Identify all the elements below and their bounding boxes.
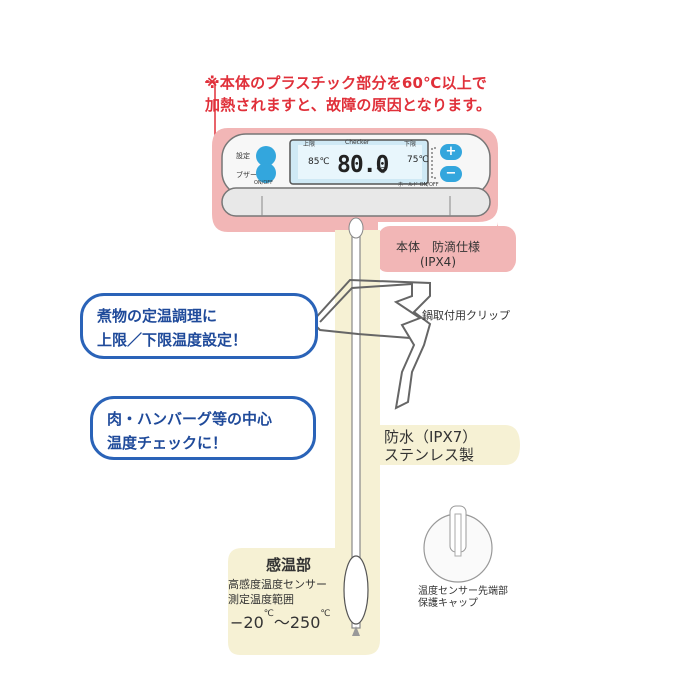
sensor-range-unit-1: ℃ — [263, 609, 274, 619]
lcd-upper-value: 85℃ — [308, 157, 330, 167]
clip-label: 鍋取付用クリップ — [422, 309, 510, 322]
probe-point — [352, 626, 360, 636]
lcd-unit: ℃ — [376, 166, 385, 175]
set-button[interactable] — [256, 146, 276, 166]
probe-base — [348, 217, 364, 239]
center-callout-line-2: 温度チェックに！ — [107, 434, 228, 452]
waterproof-line-1: 防水（IPX7） — [384, 428, 478, 446]
sensor-range-unit-2: ℃ — [320, 609, 331, 619]
sensor-desc-line-2: 測定温度範囲 — [228, 593, 294, 606]
waterproof-line-2: ステンレス製 — [384, 446, 475, 464]
plus-button[interactable]: + — [440, 144, 462, 160]
lcd-lower-limit-label: 下限 — [404, 141, 417, 148]
waterproof-label: 防水（IPX7） ステンレス製 — [384, 428, 477, 464]
cap-label-line-2: 保護キャップ — [418, 598, 478, 609]
body-spec-line-2: (IPX4) — [420, 255, 456, 269]
body-spec-line-1: 本体 防滴仕様 — [395, 240, 480, 254]
body-spec-label: 本体 防滴仕様 (IPX4) — [378, 240, 498, 270]
warning-line-2: 加熱されますと、故障の原因となります。 — [205, 96, 492, 114]
set-label: 設定 — [236, 152, 250, 160]
buzzer-button[interactable] — [256, 163, 276, 183]
power-onoff-label: ON/OFF — [254, 180, 274, 186]
limit-callout-line-2: 上限／下限温度設定！ — [97, 331, 248, 349]
cap-label-line-1: 温度センサー先端部 — [418, 586, 508, 597]
button-bracket — [431, 147, 436, 179]
sensor-desc-line-1: 高感度温度センサー — [228, 578, 327, 591]
warning-text: ※本体のプラスチック部分を60℃以上で 加熱されますと、故障の原因となります。 — [205, 72, 565, 116]
center-temp-callout: 肉・ハンバーグ等の中心 温度チェックに！ — [90, 396, 316, 460]
lcd-upper-limit-label: 上限 — [303, 141, 316, 148]
cap-tip — [454, 513, 462, 557]
limit-setting-callout: 煮物の定温調理に 上限／下限温度設定！ — [80, 293, 318, 359]
lcd-lower-value: 75℃ — [407, 155, 429, 165]
hold-onoff-label: ホールド ON/OFF — [398, 182, 439, 188]
sensor-desc: 高感度温度センサー 測定温度範囲 — [228, 577, 348, 607]
sensor-range: −20℃〜250℃ — [230, 609, 331, 633]
lcd-brand-label: Checker — [345, 139, 370, 146]
center-callout-line-1: 肉・ハンバーグ等の中心 — [107, 410, 273, 428]
lcd-main-reading: 80.0 — [337, 152, 389, 178]
limit-callout-line-1: 煮物の定温調理に — [97, 307, 218, 325]
sensor-tip-outline — [343, 555, 369, 625]
device-body-lower — [221, 187, 491, 217]
sensor-title: 感温部 — [266, 556, 312, 574]
probe-highlight-band — [228, 230, 520, 655]
pot-clip — [310, 278, 432, 410]
lcd-inner — [298, 145, 422, 179]
sensor-range-sep: 〜250 — [273, 613, 321, 632]
minus-button[interactable]: − — [440, 166, 462, 182]
buzzer-label: ブザー — [236, 171, 257, 179]
body-label-band — [378, 226, 516, 272]
warning-line-1: ※本体のプラスチック部分を60℃以上で — [205, 74, 488, 92]
sensor-range-min: −20 — [230, 613, 264, 632]
cap-label: 温度センサー先端部 保護キャップ — [418, 586, 528, 610]
